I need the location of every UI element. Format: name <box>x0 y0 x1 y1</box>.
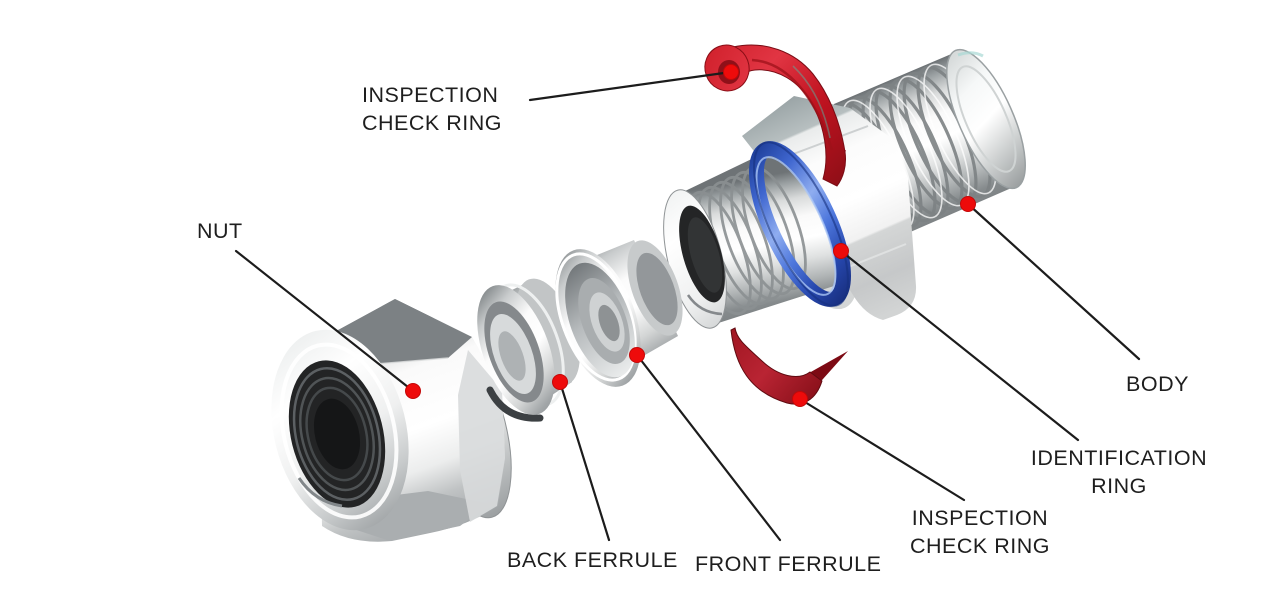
leader-line-body <box>966 202 1141 361</box>
label-front-ferrule: FRONT FERRULE <box>695 552 882 576</box>
leader-line-back-ferrule <box>558 380 611 542</box>
callout-dot-body <box>960 196 976 212</box>
label-back-ferrule: BACK FERRULE <box>507 548 678 572</box>
callout-dot-identification-ring <box>833 243 849 259</box>
callout-dot-back-ferrule <box>552 374 568 390</box>
callout-dot-inspection-check-ring-bottom <box>792 391 808 407</box>
front-ferrule-illustration <box>555 240 683 387</box>
label-identification-ring: IDENTIFICATION RING <box>1030 446 1208 498</box>
label-nut: NUT <box>197 219 243 243</box>
nut-illustration <box>271 299 512 542</box>
identification-ring-illustration <box>749 141 851 307</box>
leader-line-inspection-check-ring-top <box>528 70 733 102</box>
inspection-check-ring-bottom-illustration <box>730 327 848 405</box>
callout-dot-nut <box>405 383 421 399</box>
label-inspection-check-ring-top: INSPECTION CHECK RING <box>362 83 502 135</box>
leader-line-identification-ring <box>839 249 1080 442</box>
label-inspection-check-ring-bottom: INSPECTION CHECK RING <box>910 506 1050 558</box>
leader-line-inspection-check-ring-bottom <box>798 397 966 502</box>
leader-line-front-ferrule <box>635 353 782 542</box>
label-body: BODY <box>1126 372 1189 396</box>
body-end-cap <box>946 48 1026 190</box>
leader-line-nut <box>234 249 415 393</box>
callout-dot-inspection-check-ring-top <box>723 64 739 80</box>
callout-dot-front-ferrule <box>629 347 645 363</box>
